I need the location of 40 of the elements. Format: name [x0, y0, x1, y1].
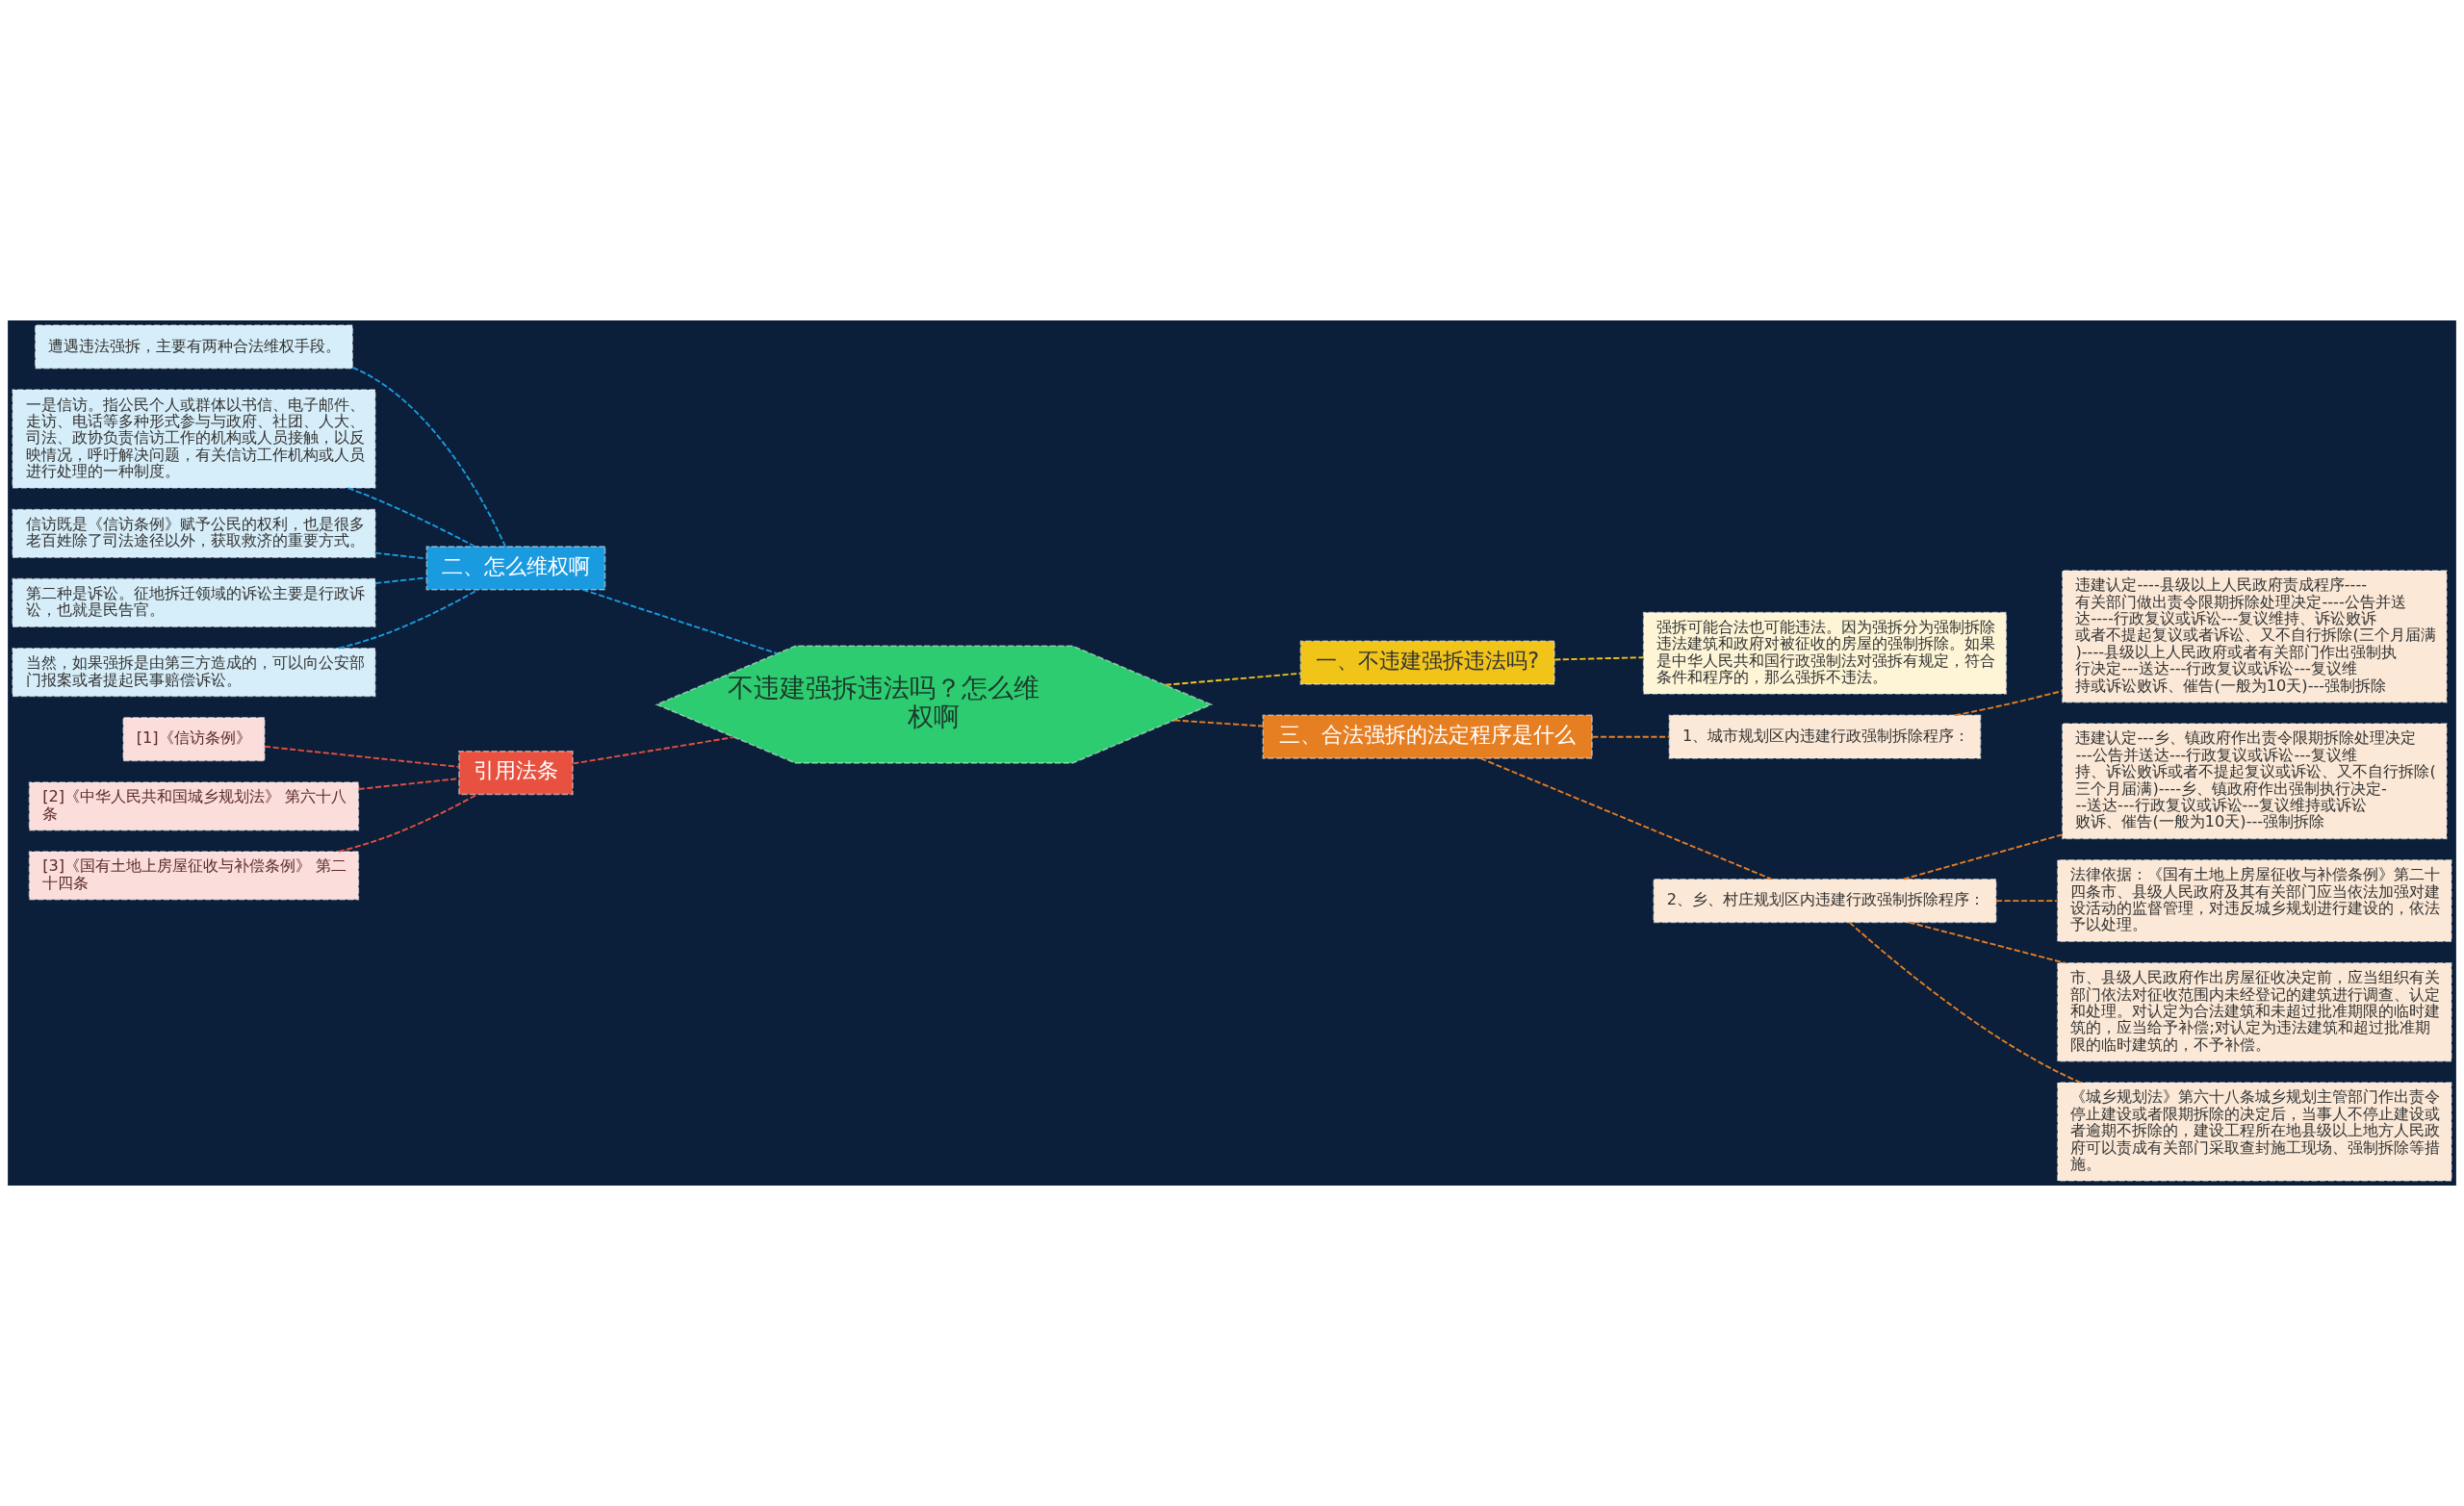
node-box: [2]《中华人民共和国城乡规划法》 第六十八条 [28, 781, 360, 831]
connector [346, 487, 476, 548]
connector [1479, 757, 1773, 881]
node-box: 《城乡规划法》第六十八条城乡规划主管部门作出责令停止建设或者限期拆除的决定后，当事人不停止建设或者逾期不拆除的，建设工程所在地县级以上地方人民政府可以责成有关部门采取查封施工现场、强制拆除等措施。 [2057, 1082, 2452, 1182]
connector [357, 778, 460, 790]
node-box: 强拆可能合法也可能违法。因为强拆分为强制拆除违法建筑和政府对被征收的房屋的强制拆除。如果是中华人民共和国行政强制法对强拆有规定，符合条件和程序的，那么强拆不违法。 [1642, 611, 2008, 695]
node-box: 2、乡、村庄规划区内违建行政强制拆除程序： [1653, 878, 1997, 924]
connector [337, 793, 478, 853]
connector [264, 745, 460, 768]
connector [1908, 921, 2066, 964]
connector [1954, 690, 2064, 717]
connector [374, 576, 428, 585]
node-box: 第二种是诉讼。征地拆迁领域的诉讼主要是行政诉讼，也就是民告官。 [12, 577, 376, 628]
node-box: 二、怎么维权啊 [425, 546, 606, 591]
connector [1553, 656, 1645, 661]
node-box: 三、合法强拆的法定程序是什么 [1262, 714, 1593, 759]
node-box: [3]《国有土地上房屋征收与补偿条例》 第二十四条 [28, 851, 360, 901]
node-box: 一是信访。指公民个人或群体以书信、电子邮件、走访、电话等多种形式参与与政府、社团、人大、司法、政协负责信访工作的机构或人员接触，以反映情况，呼吁解决问题，有关信访工作机构或人员进行处理的一种制度。 [12, 389, 376, 489]
node-box: [1]《信访条例》 [122, 717, 266, 762]
connector [351, 366, 506, 548]
node-box: 信访既是《信访条例》赋予公民的权利，也是很多老百姓除了司法途径以外，获取救济的重要方式。 [12, 508, 376, 558]
connector [1848, 921, 2082, 1084]
node-box: 1、城市规划区内违建行政强制拆除程序： [1668, 714, 1982, 759]
connector [572, 736, 735, 765]
connector [1164, 672, 1301, 686]
connector [1995, 900, 2059, 902]
connector [1902, 833, 2064, 881]
node-box: 一、不违建强拆违法吗? [1299, 640, 1555, 685]
connector [1173, 719, 1265, 727]
node-box: 法律依据：《国有土地上房屋征收与补偿条例》第二十四条市、县级人民政府及其有关部门应当依法加强对建设活动的监督管理，对违反城乡规划进行建设的，依法予以处理。 [2057, 859, 2452, 943]
node-box: 市、县级人民政府作出房屋征收决定前，应当组织有关部门依法对征收范围内未经登记的建筑进行调查、认定和处理。对认定为合法建筑和未超过批准期限的临时建筑的，应当给予补偿;对认定为违法建筑和超过批准期限的临时建筑的，不予补偿。 [2057, 961, 2452, 1062]
node-box: 遭遇违法强拆，主要有两种合法维权手段。 [34, 324, 353, 370]
connector [1591, 735, 1671, 738]
connector [581, 588, 779, 654]
node-box: 违建认定---乡、镇政府作出责令限期拆除处理决定---公告并送达---行政复议或诉讼---复议维持、诉讼败诉或者不提起复议或诉讼、又不自行拆除(三个月届满)----乡、镇政府作出强制执行决定---送达---行政复议或诉讼---复议维持或诉讼败诉、催告(一般为10天)---强制拆除 [2062, 723, 2448, 840]
connector [374, 551, 428, 560]
node-box: 当然，如果强拆是由第三方造成的，可以向公安部门报案或者提起民事赔偿诉讼。 [12, 647, 376, 698]
node-box: 引用法条 [458, 750, 574, 796]
node-box: 违建认定----县级以上人民政府责成程序----有关部门做出责令限期拆除处理决定----公告并送达----行政复议或诉讼---复议维持、诉讼败诉或者不提起复议或者诉讼、又不自行拆除(三个月届满)----县级以上人民政府或者有关部门作出强制执行决定---送达---行政复议或诉讼---复议维持或诉讼败诉、催告(一般为10天)---强制拆除 [2062, 570, 2448, 703]
connector [337, 589, 479, 650]
